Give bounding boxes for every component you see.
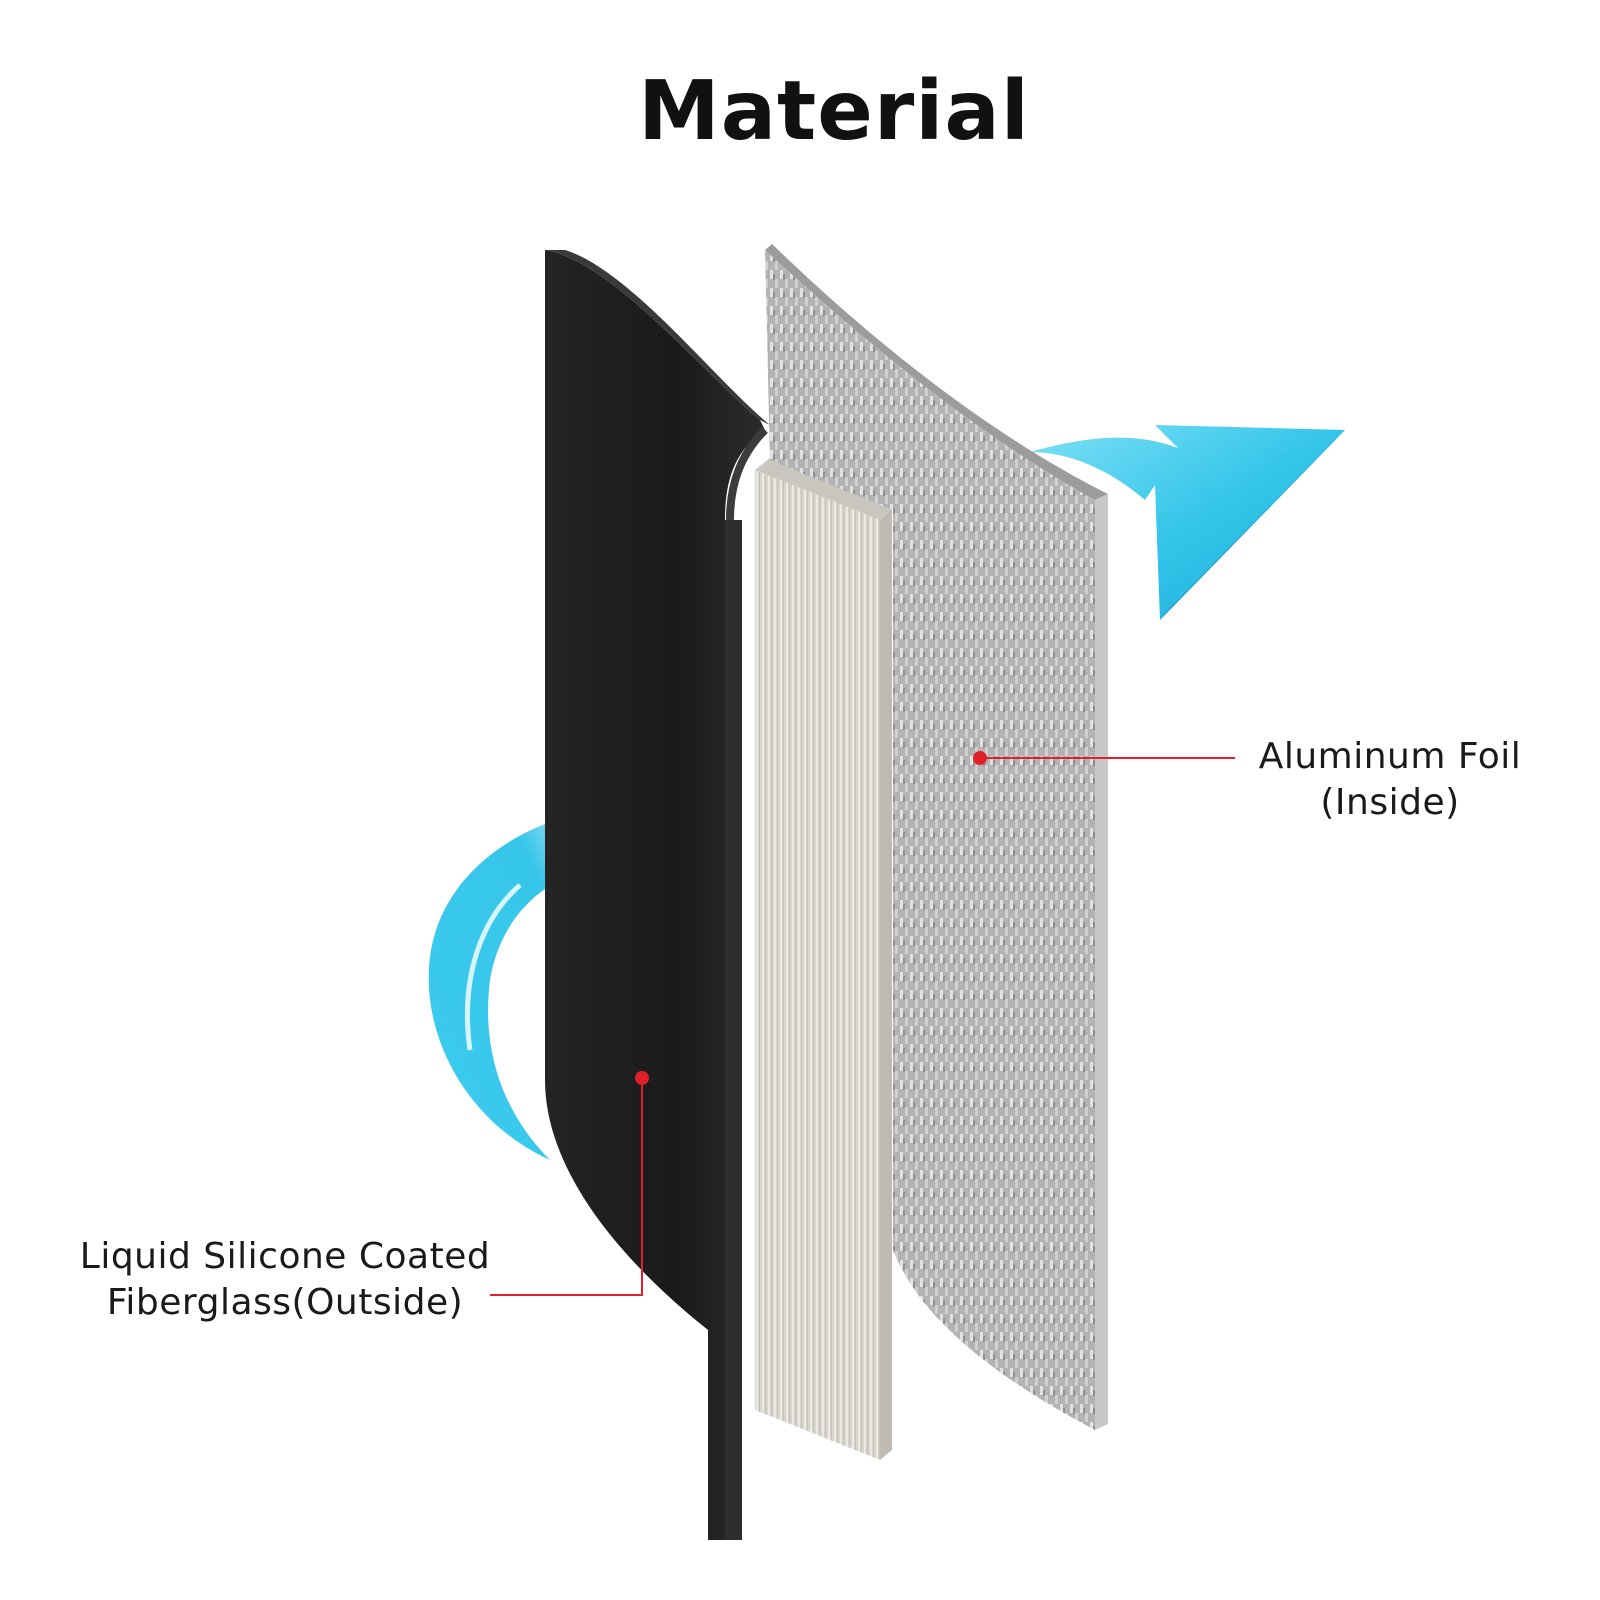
heat-reflect-arrow [1030,425,1345,620]
silicone-fiberglass-sheet [545,250,770,1540]
heat-flow-curved-arrow [428,815,590,1160]
aluminum-foil-label-line-2: (Inside) [1320,782,1460,823]
aluminum-foil-label-line-1: Aluminum Foil [1258,736,1522,777]
silicone-fiberglass-label-line-1: Liquid Silicone Coated [79,1236,491,1277]
silicone-fiberglass-label-line-2: Fiberglass(Outside) [106,1282,464,1323]
foil-pointer [973,751,1235,765]
diagram-title: Material [638,64,1030,159]
fiberglass-cloth-sheet [755,458,892,1460]
aluminum-foil-label: Aluminum Foil (Inside) [1240,734,1540,826]
silicone-fiberglass-label: Liquid Silicone Coated Fiberglass(Outsid… [50,1234,520,1326]
aluminum-foil-sheet [765,244,1108,1430]
fiberglass-pointer [490,1071,649,1296]
